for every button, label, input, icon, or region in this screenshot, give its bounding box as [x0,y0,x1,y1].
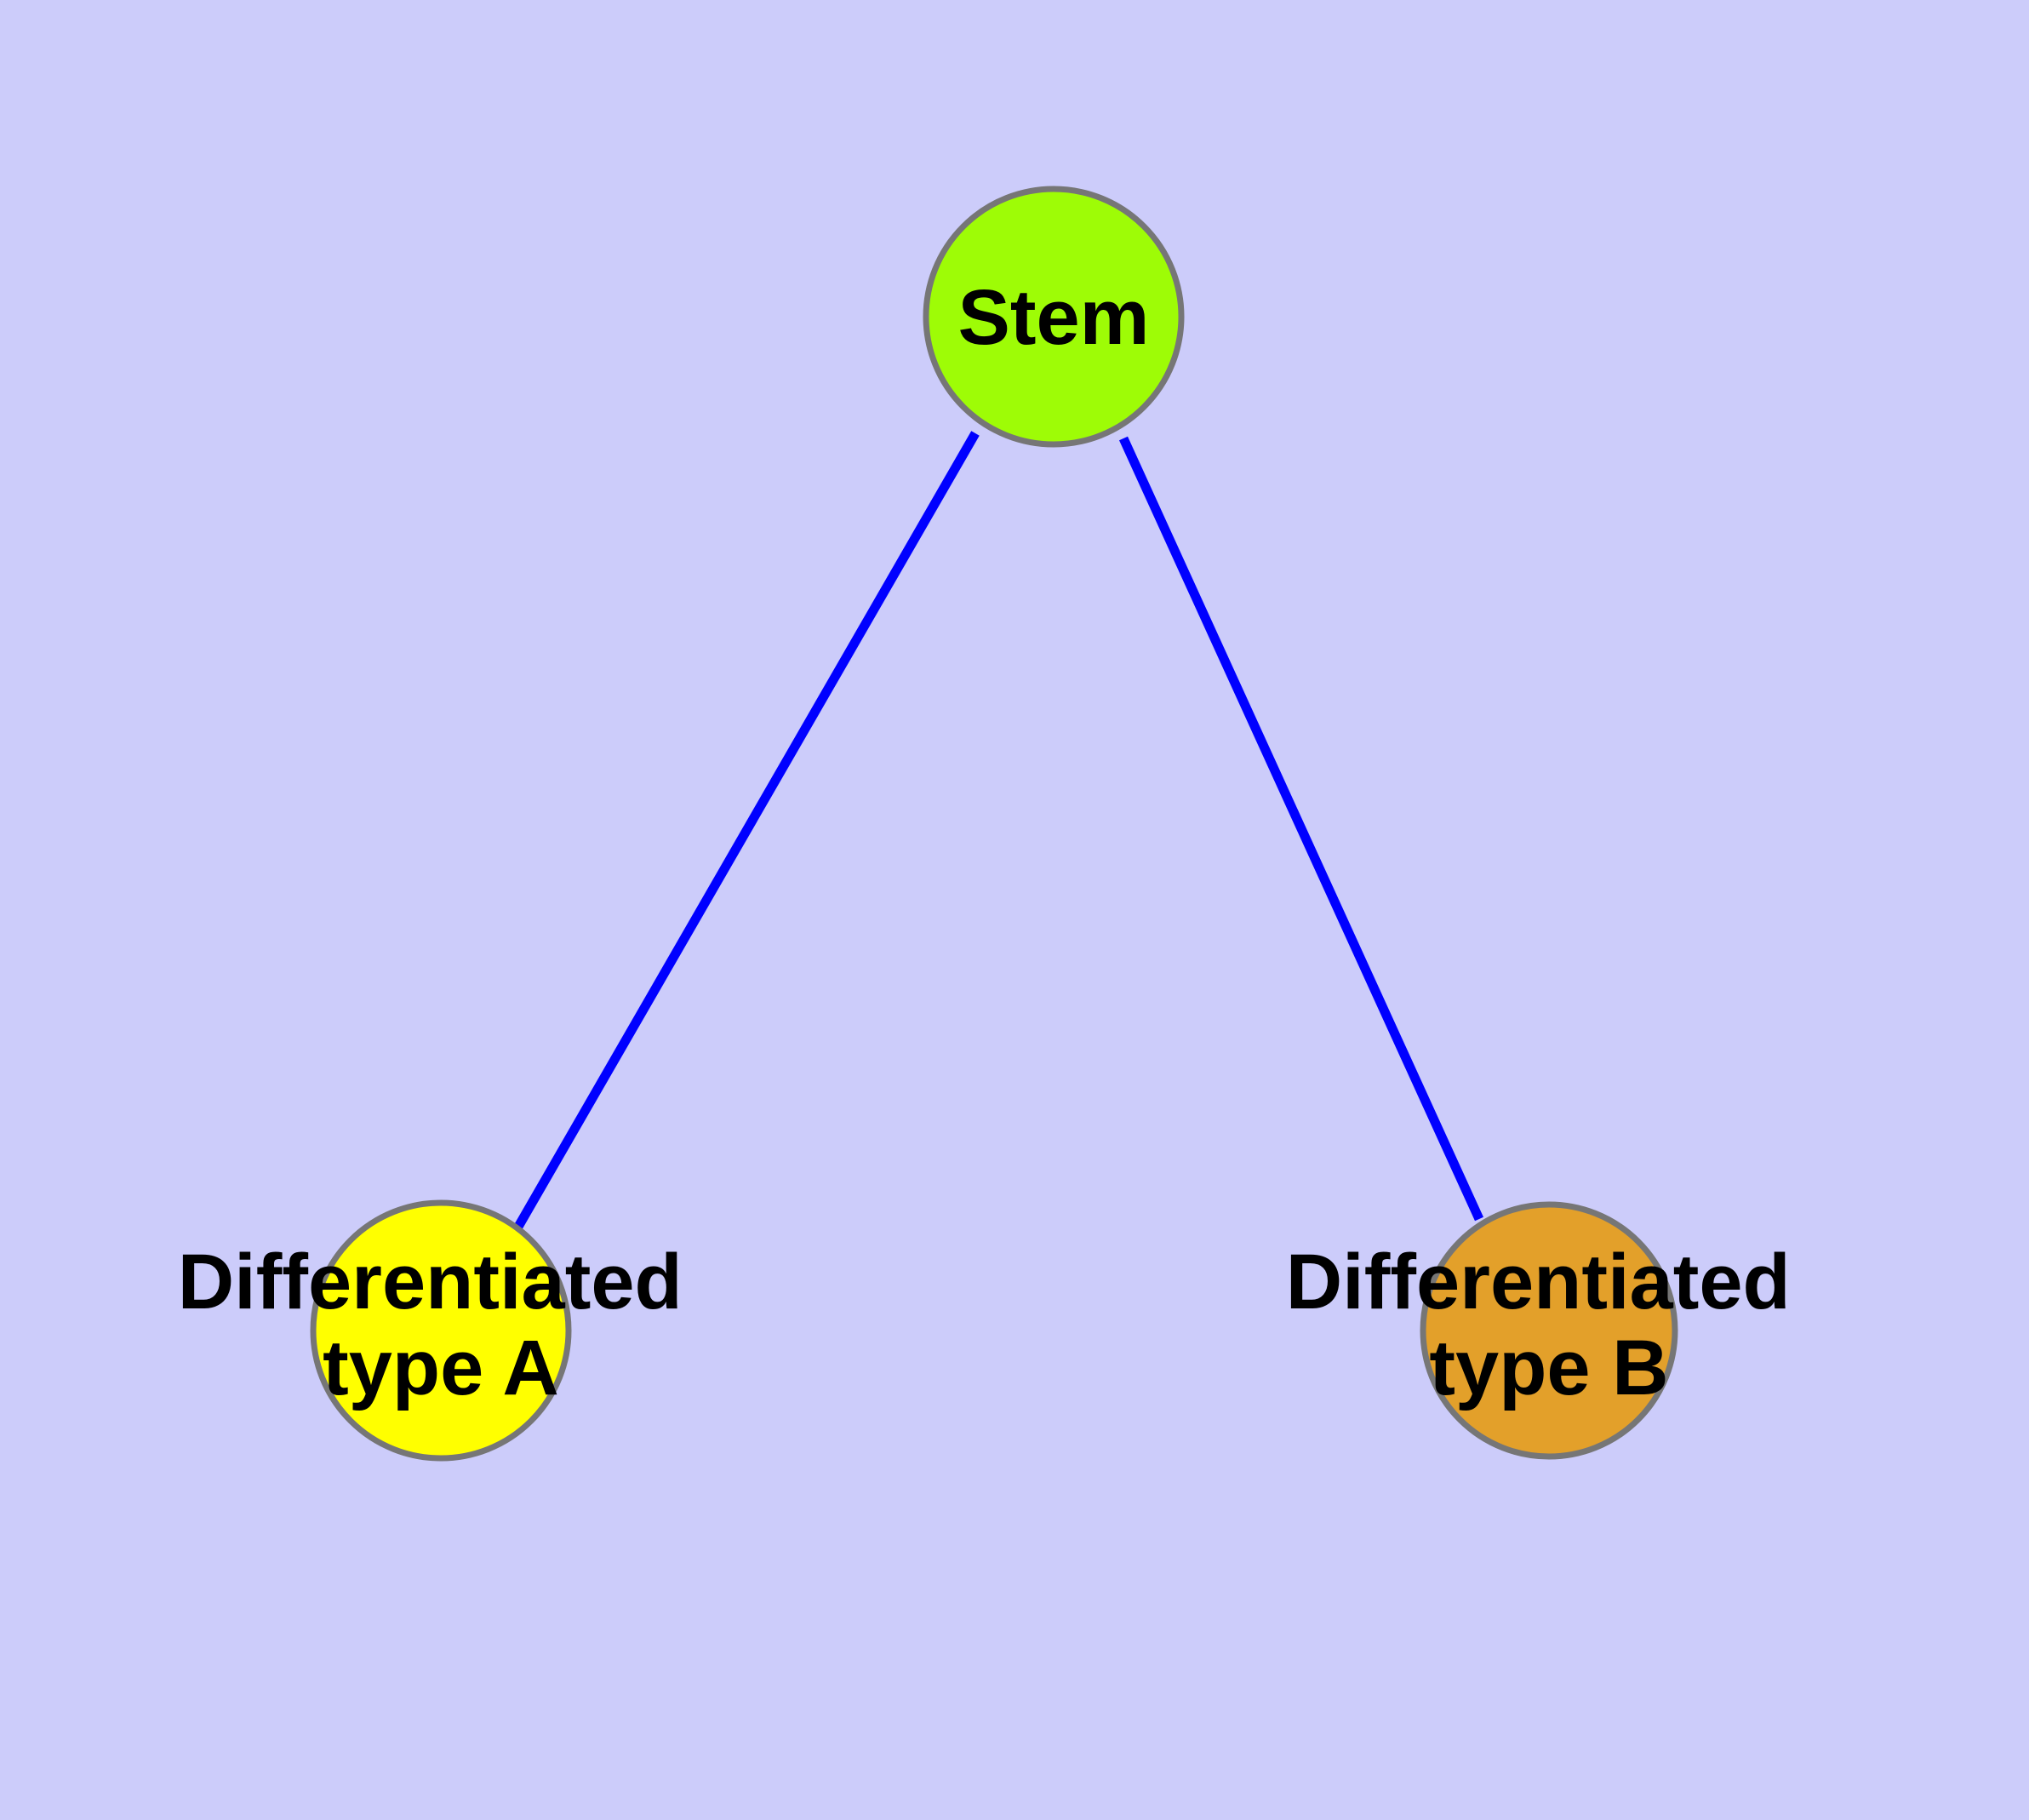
label-layer: Stem Differentiated type A Differentiate… [178,274,1813,1411]
node-differentiated-type-a-label-line-2: type A [323,1325,559,1411]
edge-stem-to-differentiated-type-b[interactable] [1118,436,1484,1222]
node-stem-circle[interactable] [923,186,1185,448]
node-differentiated-type-a[interactable] [310,1199,572,1462]
node-stem[interactable] [923,186,1185,448]
node-differentiated-type-b-label: Differentiated type B [1286,1239,1813,1411]
node-differentiated-type-b-label-line-2: type B [1429,1325,1668,1411]
node-differentiated-type-a-label: Differentiated type A [178,1239,705,1411]
node-differentiated-type-b[interactable] [1420,1201,1678,1460]
node-stem-label-line-1: Stem [958,274,1150,361]
node-differentiated-type-b-circle[interactable] [1420,1201,1678,1460]
node-stem-label: Stem [958,274,1150,361]
node-differentiated-type-a-circle[interactable] [310,1199,572,1462]
node-differentiated-type-a-label-line-1: Differentiated [178,1239,683,1325]
edge-stem-to-differentiated-type-a[interactable] [514,431,980,1229]
edge-layer [514,431,1484,1229]
node-differentiated-type-b-label-line-1: Differentiated [1286,1239,1791,1325]
